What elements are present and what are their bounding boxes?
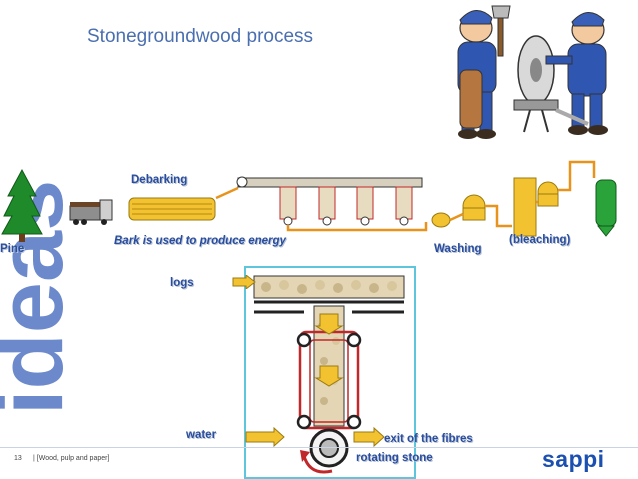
fibre-exit-arrow-icon bbox=[353, 426, 385, 448]
debarking-drum-icon bbox=[128, 197, 216, 221]
drum-to-conveyor-pipe bbox=[215, 186, 239, 200]
grinding-wheel-icon bbox=[513, 35, 559, 133]
worker-left-icon bbox=[457, 5, 511, 139]
logs-label: logs bbox=[170, 277, 194, 289]
workers-illustration bbox=[457, 5, 608, 139]
slide-title: Stonegroundwood process bbox=[87, 26, 314, 47]
bark-energy-label: Bark is used to produce energy bbox=[114, 235, 286, 247]
water-label: water bbox=[186, 429, 217, 441]
bleaching-label: (bleaching) bbox=[509, 234, 571, 246]
water-inlet-arrow-icon bbox=[245, 426, 285, 448]
bleaching-pipe bbox=[536, 160, 596, 204]
pine-tree-icon bbox=[1, 168, 43, 242]
feed-arrow-top-icon bbox=[314, 313, 344, 335]
grinder-line-icon bbox=[236, 176, 423, 226]
bleaching-tower-icon bbox=[513, 177, 559, 237]
roller-top-right-icon bbox=[346, 332, 362, 348]
rotating-stone-icon bbox=[300, 428, 349, 474]
red-guide-inner bbox=[309, 339, 349, 423]
roller-top-left-icon bbox=[296, 332, 312, 348]
page-number: 13 bbox=[14, 455, 22, 462]
logs-inlet-arrow-icon bbox=[232, 275, 256, 289]
storage-tank-icon bbox=[595, 179, 617, 237]
grinder-outlet-pipe bbox=[286, 222, 428, 232]
process-flow bbox=[1, 160, 617, 242]
washing-pipe bbox=[449, 204, 512, 228]
roller-bottom-left-icon bbox=[296, 414, 312, 430]
log-feed-icon bbox=[253, 275, 405, 314]
brand-logo: sappi bbox=[542, 446, 605, 472]
washing-screen-icon bbox=[431, 194, 486, 228]
footer-text: | [Wood, pulp and paper] bbox=[33, 455, 110, 462]
pine-label: Pine bbox=[0, 243, 25, 255]
rotating-stone-label: rotating stone bbox=[356, 452, 433, 464]
truck-icon bbox=[69, 199, 113, 225]
feed-arrow-mid-icon bbox=[314, 365, 344, 387]
worker-right-icon bbox=[545, 12, 608, 135]
roller-bottom-right-icon bbox=[346, 414, 362, 430]
washing-label: Washing bbox=[434, 243, 482, 255]
debarking-label: Debarking bbox=[131, 174, 188, 186]
footer-divider bbox=[0, 447, 638, 448]
grinder-detail bbox=[244, 266, 416, 479]
fibre-exit-label: exit of the fibres bbox=[384, 433, 473, 445]
